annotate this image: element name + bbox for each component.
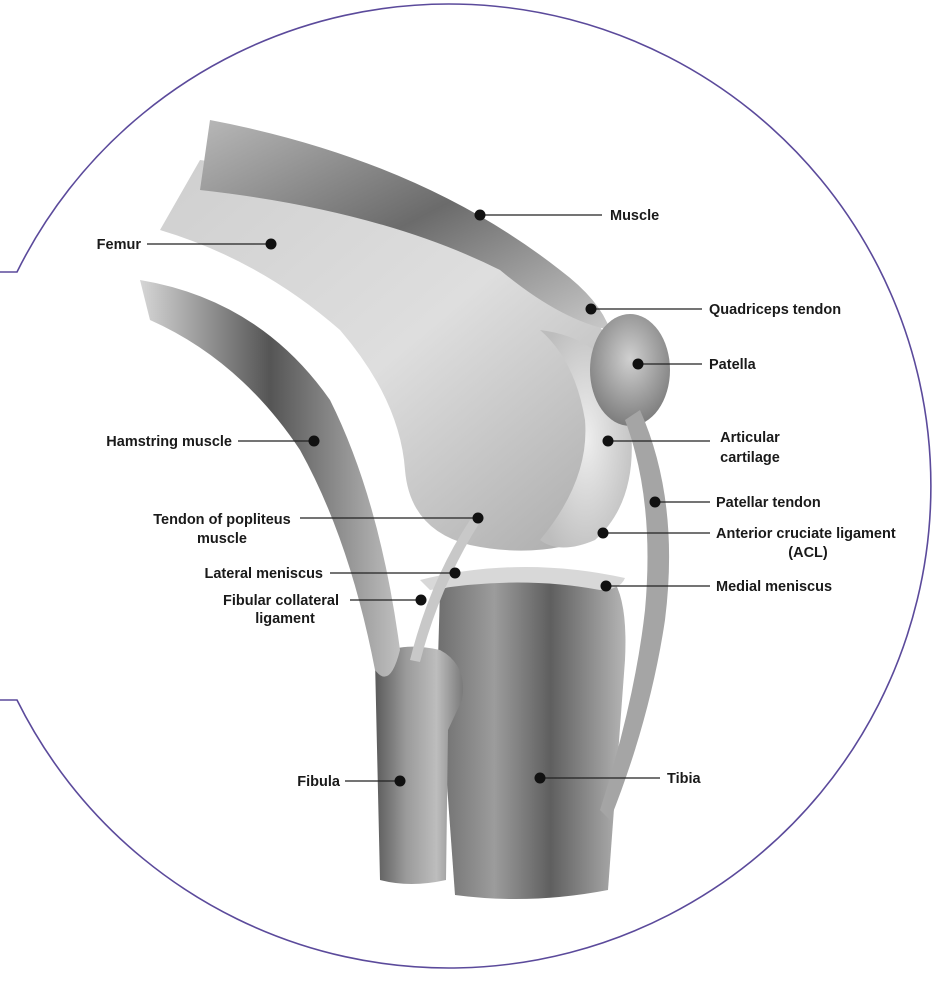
label-tibia: Tibia — [667, 771, 702, 787]
label-muscle: Muscle — [610, 208, 659, 224]
label-acl-line2: (ACL) — [788, 545, 828, 561]
label-fibula: Fibula — [297, 774, 341, 790]
annotation-muscle: Muscle — [475, 208, 660, 224]
label-articular-cartilage-line2: cartilage — [720, 450, 780, 466]
label-lateral-meniscus: Lateral meniscus — [205, 566, 323, 582]
label-medial-meniscus: Medial meniscus — [716, 579, 832, 595]
annotation-hamstring-muscle: Hamstring muscle — [106, 434, 319, 450]
label-quadriceps-tendon: Quadriceps tendon — [709, 302, 841, 318]
label-femur: Femur — [97, 237, 142, 253]
annotation-patellar-tendon: Patellar tendon — [650, 495, 821, 511]
label-tendon-popliteus-line2: muscle — [197, 531, 247, 547]
tibia-shape — [438, 571, 625, 899]
annotation-fibular-collateral-ligament: Fibular collateral ligament — [223, 593, 427, 627]
label-patella: Patella — [709, 357, 757, 373]
annotation-medial-meniscus: Medial meniscus — [601, 579, 833, 595]
patella-shape — [590, 314, 670, 426]
label-patellar-tendon: Patellar tendon — [716, 495, 821, 511]
label-tendon-popliteus-line1: Tendon of popliteus — [153, 512, 290, 528]
label-fibular-collateral-line2: ligament — [255, 611, 315, 627]
label-hamstring-muscle: Hamstring muscle — [106, 434, 232, 450]
label-articular-cartilage-line1: Articular — [720, 430, 780, 446]
label-acl-line1: Anterior cruciate ligament — [716, 526, 896, 542]
label-fibular-collateral-line1: Fibular collateral — [223, 593, 339, 609]
annotation-acl: Anterior cruciate ligament (ACL) — [598, 526, 896, 561]
